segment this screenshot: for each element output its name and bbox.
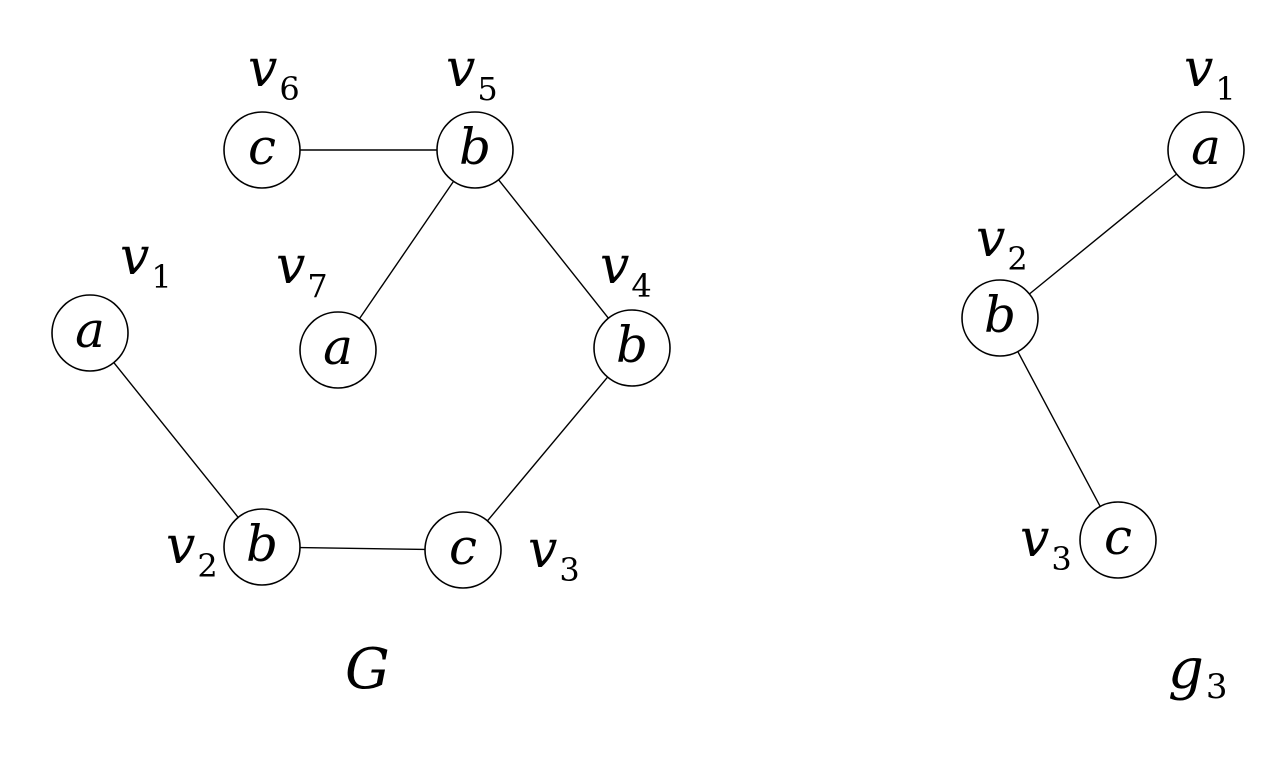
graph-G-node-v5-name: v5 (446, 39, 498, 108)
graph-g3-node-v2-label: b (984, 286, 1016, 344)
graph-g3-node-v1-name-sub: 1 (1215, 70, 1235, 108)
graph-G-title: G (345, 637, 390, 702)
graph-G-node-v6-name-sub: 6 (279, 70, 299, 108)
graph-G-node-v2-name-var: v (166, 516, 195, 576)
graph-G-node-v1-name-var: v (120, 227, 149, 287)
graph-G-node-v1-name-sub: 1 (151, 258, 171, 296)
graph-G-node-v5-name-var: v (446, 39, 475, 99)
graph-G-node-v2-label: b (246, 515, 278, 573)
graph-G-edge-v5-v4 (498, 179, 609, 319)
graph-G-node-v2-name-sub: 2 (197, 547, 217, 585)
graph-G-node-v3-name-var: v (528, 520, 557, 580)
graph-g3-node-v2-name: v2 (976, 209, 1028, 278)
graph-G-node-v2-circle (223, 508, 301, 586)
graph-G-node-v5: bv5 (436, 39, 514, 189)
graph-g3-node-v3-name-var: v (1020, 509, 1049, 569)
graph-g3-node-v3: cv3 (1020, 501, 1157, 579)
graph-g3-node-v1-name: v1 (1184, 39, 1236, 108)
graph-g3-node-v1-label: a (1191, 118, 1221, 176)
graph-g3-title-sub: 3 (1206, 667, 1228, 707)
graph-g3-node-v3-name: v3 (1020, 509, 1072, 578)
graph-G-edge-v5-v7 (358, 181, 455, 319)
graph-G-node-v2: bv2 (166, 508, 301, 586)
graph-g3-node-v3-circle (1079, 501, 1157, 579)
graph-G-node-v3-name: v3 (528, 520, 580, 589)
graph-G-node-v5-label: b (459, 118, 491, 176)
graph-G-node-v5-name-sub: 5 (477, 70, 497, 108)
graph-g3-node-v2-circle (961, 279, 1039, 357)
graph-g3-node-v3-label: c (1104, 508, 1132, 566)
graph-G-node-v6-label: c (248, 118, 276, 176)
graph-G-node-v7-name-sub: 7 (307, 267, 327, 305)
graph-g3-edge-v2-v3 (1017, 351, 1101, 507)
graph-g3-node-v2: bv2 (961, 209, 1039, 357)
graph-g3-title-main: g (1168, 637, 1204, 702)
graph-G-title-main: G (345, 637, 390, 702)
graph-G-node-v1-name: v1 (120, 227, 172, 296)
graph-G-node-v4-name: v4 (600, 236, 652, 305)
graph-g3-node-v2-name-sub: 2 (1007, 240, 1027, 278)
graph-g3-node-v3-name-sub: 3 (1051, 540, 1071, 578)
graph-G-node-v6-name-var: v (248, 39, 277, 99)
graph-G-node-v6: cv6 (223, 39, 301, 189)
graph-G-node-v7-name: v7 (276, 236, 328, 305)
graph-G-node-v6-circle (223, 111, 301, 189)
graph-G-node-v4-circle (593, 309, 671, 387)
graph-G-node-v7-circle (299, 311, 377, 389)
graph-G-node-v4-name-var: v (600, 236, 629, 296)
graph-g3-node-v2-name-var: v (976, 209, 1005, 269)
graph-G-node-v7-name-var: v (276, 236, 305, 296)
graph-G-node-v3-circle (424, 511, 502, 589)
graph-G-node-v3-name-sub: 3 (559, 551, 579, 589)
graph-G-node-v1: av1 (51, 227, 172, 372)
graph-g3-node-v1: av1 (1167, 39, 1245, 189)
graph-G-node-v1-label: a (75, 301, 105, 359)
graph-G-node-v4: bv4 (593, 236, 671, 387)
graph-G-node-v5-circle (436, 111, 514, 189)
graph-G-edge-v4-v3 (486, 376, 609, 522)
graph-G-node-v4-label: b (616, 316, 648, 374)
graph-G-node-v1-circle (51, 294, 129, 372)
graph-G-node-v2-name: v2 (166, 516, 218, 585)
graph-G-node-v7-label: a (323, 318, 353, 376)
graph-G-node-v6-name: v6 (248, 39, 300, 108)
graph-g3-edge-v1-v2 (1028, 173, 1178, 295)
edges-layer (113, 149, 1178, 551)
graph-G-node-v4-name-sub: 4 (631, 267, 651, 305)
graph-G-node-v3-label: c (449, 518, 477, 576)
graph-G-edge-v1-v2 (113, 362, 239, 518)
graph-G-edge-v2-v3 (299, 546, 426, 551)
graph-g3-node-v1-circle (1167, 111, 1245, 189)
graph-G-node-v7: av7 (276, 236, 377, 389)
graph-g3-title: g3 (1168, 637, 1228, 707)
graph-g3-node-v1-name-var: v (1184, 39, 1213, 99)
